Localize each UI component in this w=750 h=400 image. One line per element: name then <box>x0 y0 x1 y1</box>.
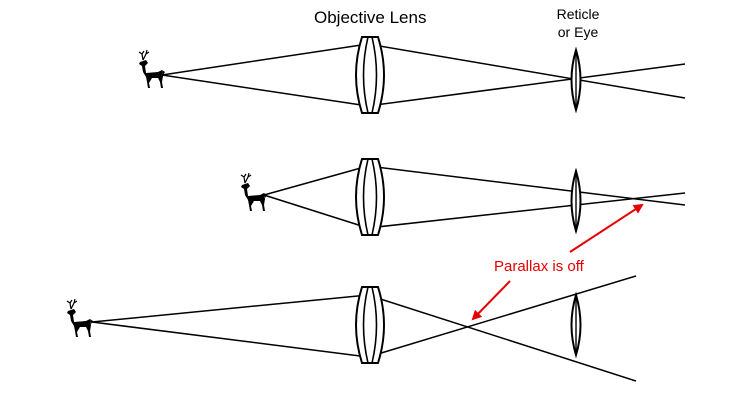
parallax-arrow-up <box>569 203 644 253</box>
ray-top-converge <box>367 165 686 206</box>
parallax-off-label: Parallax is off <box>494 258 584 275</box>
objective-lens-label: Objective Lens <box>314 8 427 27</box>
ray-bottom <box>161 74 369 107</box>
row-3-parallax-front <box>66 275 637 382</box>
ray-bottom <box>91 321 369 358</box>
parallax-arrow-down <box>471 280 511 321</box>
deer-silhouette-icon <box>138 49 166 89</box>
reticle-lens-icon <box>570 49 582 111</box>
reticle-lens-icon <box>570 170 582 232</box>
ray-top <box>263 165 369 196</box>
ray-top <box>91 294 369 323</box>
row-1-focused <box>138 36 686 114</box>
ray-bottom-converge <box>367 192 686 229</box>
reticle-label-line2: or Eye <box>557 24 599 40</box>
ray-top-converge <box>367 43 686 99</box>
objective-lens-icon <box>355 36 385 114</box>
ray-top <box>161 43 369 76</box>
reticle-lens-icon <box>570 294 582 356</box>
ray-bottom-converge <box>367 63 686 107</box>
ray-top-converge <box>367 294 637 382</box>
objective-lens-icon <box>355 158 385 236</box>
objective-lens-icon <box>355 286 385 364</box>
reticle-label: Reticle or Eye <box>554 5 602 41</box>
ray-bottom-converge <box>367 275 637 358</box>
deer-silhouette-icon <box>240 172 268 212</box>
ray-bottom <box>263 194 369 229</box>
reticle-label-line1: Reticle <box>556 6 600 22</box>
row-2-parallax-behind <box>240 158 686 236</box>
deer-silhouette-icon <box>66 298 94 338</box>
